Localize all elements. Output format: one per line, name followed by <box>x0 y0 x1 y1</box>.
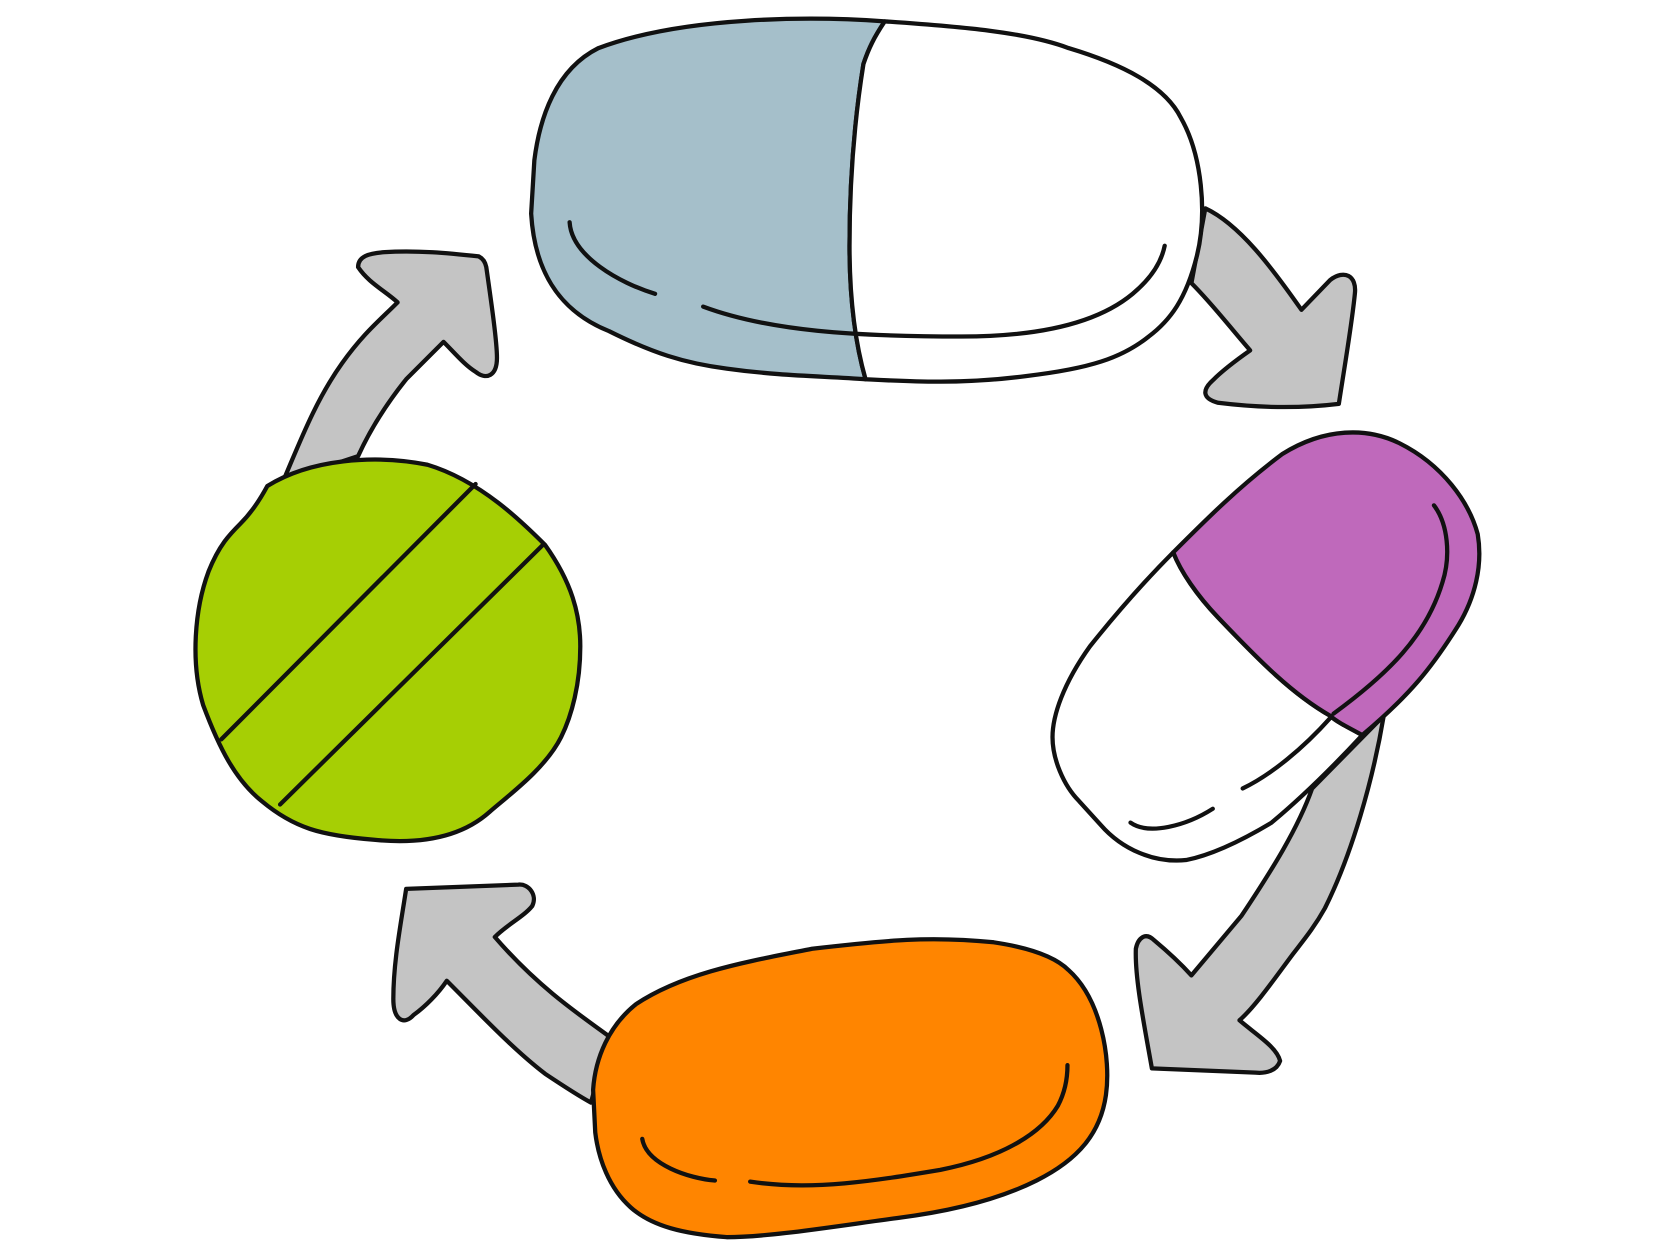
blue-capsule-icon <box>529 16 1205 384</box>
orange-pill-icon <box>590 937 1110 1240</box>
arrow-bottom-right-icon <box>1133 713 1386 1075</box>
arrow-top-right-icon <box>1189 206 1358 410</box>
green-tablet-icon <box>193 457 583 844</box>
purple-capsule-icon <box>1050 430 1482 863</box>
arrow-bottom-left-icon <box>391 882 612 1105</box>
cycle-arrows <box>281 206 1386 1105</box>
arrow-top-left-icon <box>281 249 500 483</box>
